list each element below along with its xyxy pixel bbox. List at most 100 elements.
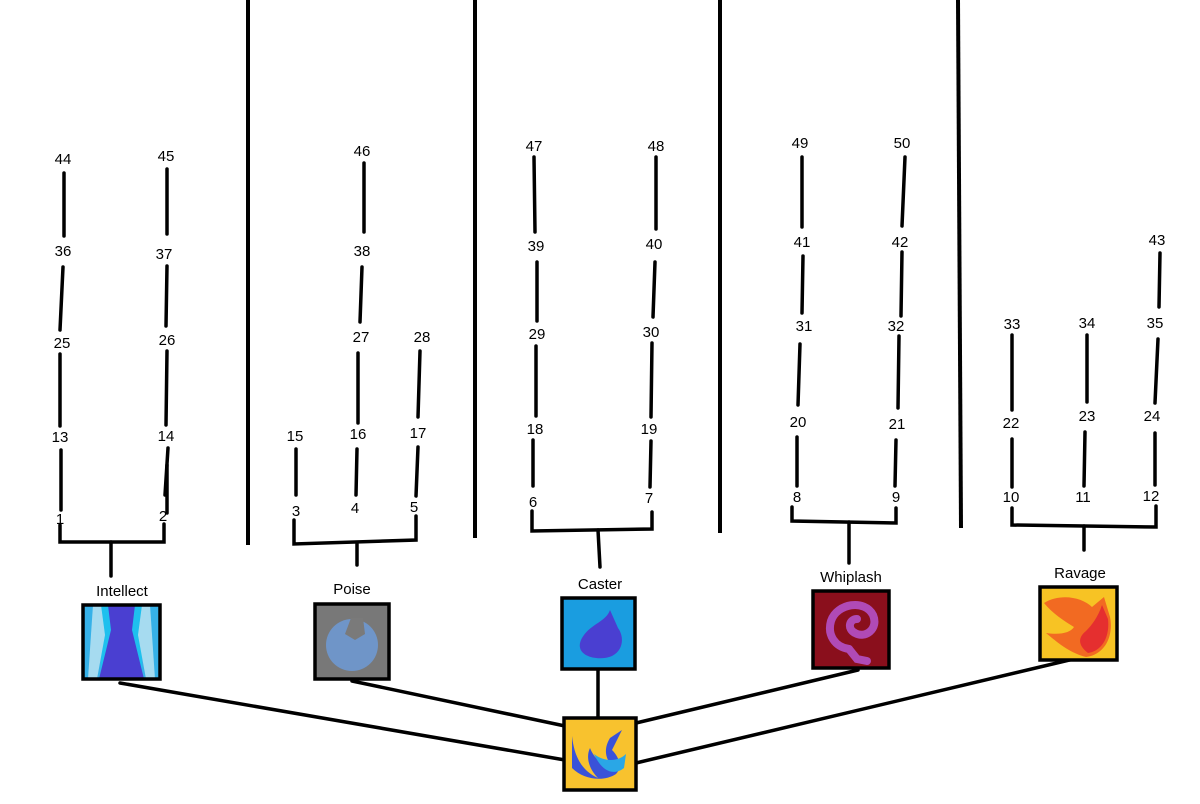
skill-node-1[interactable]: 1 [56,511,64,528]
skill-node-4[interactable]: 4 [351,500,359,517]
skill-node-36[interactable]: 36 [55,243,72,260]
skill-node-21[interactable]: 21 [889,416,906,433]
skill-node-19[interactable]: 19 [641,421,658,438]
branch-label-whiplash: Whiplash [820,569,882,586]
skill-node-12[interactable]: 12 [1143,488,1160,505]
skill-node-43[interactable]: 43 [1149,232,1166,249]
skill-node-3[interactable]: 3 [292,503,300,520]
root-link [634,655,1084,765]
root-link [118,681,567,762]
skill-node-22[interactable]: 22 [1003,415,1020,432]
branch-poise[interactable]: Poise [313,581,391,681]
root-node[interactable] [562,716,638,792]
skill-node-39[interactable]: 39 [528,238,545,255]
branch-caster[interactable]: Caster [560,576,637,671]
skill-node-33[interactable]: 33 [1004,316,1021,333]
skill-node-48[interactable]: 48 [648,138,665,155]
node-link [358,265,364,324]
skill-node-40[interactable]: 40 [646,236,663,253]
branch-bracket [530,509,654,533]
skill-node-13[interactable]: 13 [52,429,69,446]
branch-bracket [292,514,418,546]
connector-lines [58,155,1162,765]
skill-node-10[interactable]: 10 [1003,489,1020,506]
skill-node-49[interactable]: 49 [792,135,809,152]
node-link [651,260,657,319]
skill-node-41[interactable]: 41 [794,234,811,251]
branch-icons: Intellect Poise Caster Whiplash Ravage [81,565,1119,681]
node-link [896,334,901,410]
branch-label-ravage: Ravage [1054,565,1106,582]
node-link [416,349,422,419]
skill-node-34[interactable]: 34 [1079,315,1096,332]
branch-stem [596,528,602,569]
skill-node-26[interactable]: 26 [159,332,176,349]
node-link [354,447,359,497]
branch-whiplash[interactable]: Whiplash [811,569,891,670]
skill-node-8[interactable]: 8 [793,489,801,506]
branch-bracket [1010,504,1158,529]
skill-node-29[interactable]: 29 [529,326,546,343]
skill-node-45[interactable]: 45 [158,148,175,165]
fire-icon [1040,587,1117,660]
skill-node-16[interactable]: 16 [350,426,367,443]
skill-node-20[interactable]: 20 [790,414,807,431]
skill-node-18[interactable]: 18 [527,421,544,438]
skill-node-32[interactable]: 32 [888,318,905,335]
skill-node-7[interactable]: 7 [645,490,653,507]
skill-node-38[interactable]: 38 [354,243,371,260]
skill-node-35[interactable]: 35 [1147,315,1164,332]
branch-label-caster: Caster [578,576,622,593]
skill-node-42[interactable]: 42 [892,234,909,251]
node-link [900,155,907,228]
skill-node-6[interactable]: 6 [529,494,537,511]
skill-node-28[interactable]: 28 [414,329,431,346]
skill-node-9[interactable]: 9 [892,489,900,506]
skill-node-30[interactable]: 30 [643,324,660,341]
node-link [164,349,169,427]
skill-node-23[interactable]: 23 [1079,408,1096,425]
skill-node-2[interactable]: 2 [159,508,167,525]
node-link [796,342,802,407]
skill-node-24[interactable]: 24 [1144,408,1161,425]
skill-node-46[interactable]: 46 [354,143,371,160]
skill-node-37[interactable]: 37 [156,246,173,263]
skill-node-14[interactable]: 14 [158,428,175,445]
node-link [164,264,169,328]
node-link [800,254,805,315]
skill-node-31[interactable]: 31 [796,318,813,335]
root-link [350,679,567,728]
flame-icon [562,598,635,669]
node-link [1082,430,1087,488]
branch-bracket [58,522,166,544]
branch-intellect[interactable]: Intellect [81,583,162,681]
skill-node-11[interactable]: 11 [1075,489,1091,506]
skill-node-27[interactable]: 27 [353,329,370,346]
node-link [1157,251,1162,309]
node-link [893,438,898,488]
branch-label-intellect: Intellect [96,583,149,600]
hook-icon [813,591,889,668]
skill-node-44[interactable]: 44 [55,151,72,168]
node-link [899,250,904,318]
node-link [1153,337,1160,405]
column-divider [956,0,963,529]
node-link [414,445,420,498]
skill-node-25[interactable]: 25 [54,335,71,352]
branch-ravage[interactable]: Ravage [1038,565,1119,662]
skill-node-50[interactable]: 50 [894,135,911,152]
node-link [649,341,654,419]
node-link [648,439,653,489]
node-link [58,265,65,332]
skill-node-5[interactable]: 5 [410,499,418,516]
swoop-icon [564,718,636,790]
skill-node-17[interactable]: 17 [410,425,427,442]
node-link [163,446,170,497]
crescent-icon [315,604,389,679]
skill-node-47[interactable]: 47 [526,138,543,155]
skill-node-15[interactable]: 15 [287,428,304,445]
branch-bracket [790,505,898,525]
root-link [634,668,860,725]
